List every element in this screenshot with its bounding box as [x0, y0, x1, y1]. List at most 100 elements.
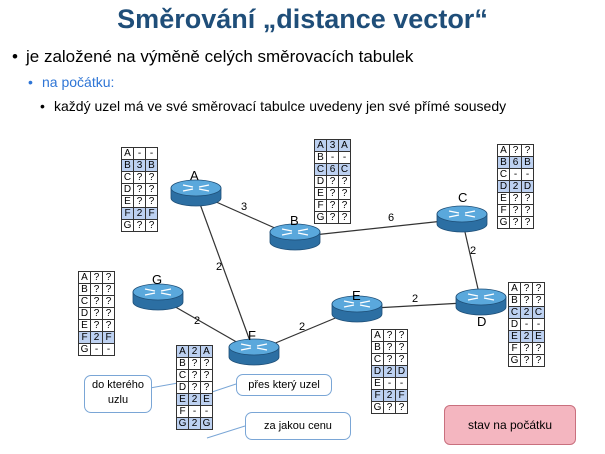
- router-icon-G: [132, 283, 184, 311]
- table-cell: G: [200, 417, 213, 430]
- link-B-C: [294, 218, 463, 238]
- table-cell: A: [508, 282, 521, 295]
- table-cell: -: [90, 343, 103, 356]
- link-cost-E-F: 2: [299, 321, 306, 333]
- table-cell: C: [497, 168, 510, 181]
- table-row: G??: [314, 211, 351, 224]
- table-cell: -: [521, 168, 534, 181]
- table-cell: 2: [383, 365, 396, 378]
- table-cell: D: [508, 318, 521, 331]
- table-cell: ?: [90, 295, 103, 308]
- table-cell: ?: [102, 307, 115, 320]
- table-cell: -: [383, 377, 396, 390]
- table-row: E??: [314, 187, 351, 200]
- router-label-C: C: [458, 190, 468, 205]
- router-label-E: E: [352, 288, 361, 303]
- table-cell: C: [532, 306, 545, 319]
- table-row: D??: [121, 183, 158, 196]
- table-cell: F: [102, 331, 115, 344]
- table-cell: ?: [145, 195, 158, 208]
- table-cell: ?: [395, 341, 408, 354]
- link-C-D: [461, 218, 482, 303]
- table-cell: ?: [395, 329, 408, 342]
- table-cell: ?: [200, 369, 213, 382]
- table-cell: ?: [532, 294, 545, 307]
- table-cell: 2: [520, 306, 533, 319]
- callout-cost: za jakou cenu: [245, 412, 351, 440]
- table-cell: B: [145, 159, 158, 172]
- table-cell: 2: [188, 417, 201, 430]
- router-icon-D: [455, 288, 507, 316]
- table-cell: -: [338, 151, 351, 164]
- router-label-B: B: [290, 213, 299, 228]
- table-cell: -: [326, 151, 339, 164]
- table-cell: D: [371, 365, 384, 378]
- router-icon-C: [436, 205, 488, 233]
- table-cell: E: [78, 319, 91, 332]
- table-cell: 2: [90, 331, 103, 344]
- table-cell: ?: [509, 216, 522, 229]
- router-label-F: F: [248, 328, 256, 343]
- table-cell: ?: [145, 219, 158, 232]
- table-cell: D: [395, 365, 408, 378]
- table-cell: F: [371, 389, 384, 402]
- link-cost-D-E: 2: [412, 293, 419, 305]
- table-cell: G: [508, 354, 521, 367]
- table-row: G--: [78, 343, 115, 356]
- table-cell: E: [508, 330, 521, 343]
- table-row: E??: [497, 192, 534, 205]
- table-cell: G: [78, 343, 91, 356]
- link-cost-A-F: 2: [216, 261, 223, 273]
- table-cell: D: [176, 381, 189, 394]
- table-cell: ?: [133, 171, 146, 184]
- table-cell: A: [200, 345, 213, 358]
- bullet-1: •je založené na výměně celých směrovacíc…: [12, 47, 414, 66]
- table-cell: B: [521, 156, 534, 169]
- table-cell: ?: [145, 183, 158, 196]
- table-cell: ?: [188, 357, 201, 370]
- callout-nexthop-pointer: [211, 383, 237, 393]
- table-cell: B: [78, 283, 91, 296]
- table-cell: B: [121, 159, 134, 172]
- table-cell: E: [176, 393, 189, 406]
- table-cell: ?: [338, 175, 351, 188]
- table-cell: C: [78, 295, 91, 308]
- table-row: E??: [121, 195, 158, 208]
- table-row: D??: [176, 381, 213, 394]
- table-cell: A: [176, 345, 189, 358]
- table-cell: A: [78, 271, 91, 284]
- callout-next-hop: přes který uzel: [236, 374, 332, 396]
- table-cell: A: [314, 139, 327, 152]
- router-label-G: G: [152, 272, 163, 287]
- table-cell: ?: [521, 216, 534, 229]
- table-cell: ?: [338, 199, 351, 212]
- router-icon-E: [331, 295, 383, 323]
- router-icon-B: [269, 223, 321, 251]
- table-cell: ?: [395, 401, 408, 414]
- table-cell: -: [395, 377, 408, 390]
- table-cell: ?: [133, 195, 146, 208]
- table-cell: ?: [521, 204, 534, 217]
- table-row: G??: [497, 216, 534, 229]
- table-cell: 6: [509, 156, 522, 169]
- table-cell: ?: [383, 401, 396, 414]
- table-cell: -: [133, 147, 146, 160]
- table-row: E??: [78, 319, 115, 332]
- table-cell: B: [497, 156, 510, 169]
- table-cell: G: [176, 417, 189, 430]
- table-row: D??: [78, 307, 115, 320]
- table-cell: B: [314, 151, 327, 164]
- table-row: F--: [176, 405, 213, 418]
- table-cell: ?: [90, 319, 103, 332]
- table-cell: ?: [383, 329, 396, 342]
- table-cell: 2: [188, 345, 201, 358]
